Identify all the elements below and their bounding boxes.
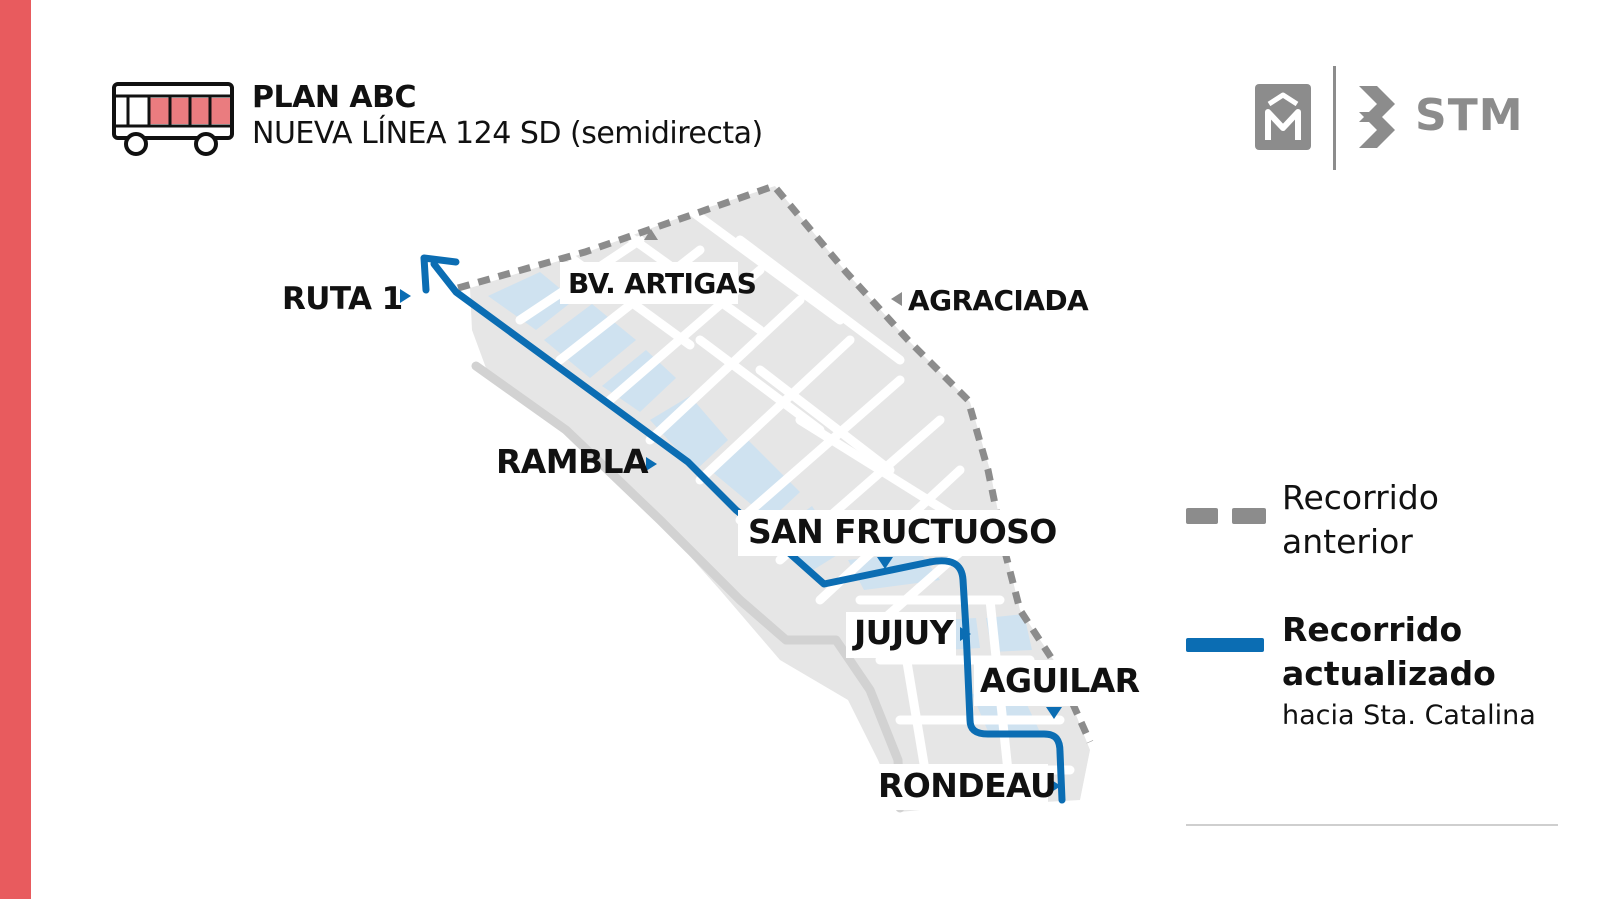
pointer-triangle-icon	[891, 292, 902, 306]
legend-previous-line2: anterior	[1282, 522, 1413, 561]
rambla-road	[471, 361, 905, 813]
route-arrow-icon	[420, 254, 460, 294]
legend: Recorrido anterior Recorrido actualizado…	[1186, 476, 1566, 731]
intendencia-m-logo-icon	[1255, 84, 1311, 150]
legend-updated-note: hacia Sta. Catalina	[1282, 700, 1536, 731]
stm-logo-text: STM	[1415, 90, 1524, 141]
label-aguilar: AGUILAR	[980, 661, 1140, 700]
legend-previous: Recorrido anterior	[1186, 476, 1566, 586]
bus-icon	[112, 82, 234, 156]
pointer-triangle-icon	[960, 627, 971, 641]
label-bg-rondeau	[872, 764, 1048, 810]
label-bg-aguilar	[974, 660, 1124, 706]
pointer-triangle-icon	[1050, 779, 1061, 793]
legend-updated-text: Recorrido actualizado hacia Sta. Catalin…	[1282, 608, 1536, 736]
label-ruta-1: RUTA 1	[282, 281, 403, 317]
legend-updated-line1: Recorrido	[1282, 610, 1463, 649]
pointer-triangle-icon	[1046, 707, 1062, 719]
pointer-triangle-icon	[877, 557, 893, 569]
legend-divider	[1186, 824, 1558, 826]
title-block: PLAN ABC NUEVA LÍNEA 124 SD (semidirecta…	[252, 80, 763, 152]
accent-bar	[0, 0, 31, 899]
label-bg-artigas	[560, 262, 738, 304]
page-title: PLAN ABC	[252, 80, 416, 115]
label-bg-san-fructuoso	[738, 510, 1020, 556]
logo-separator	[1333, 66, 1336, 170]
label-bv-artigas: BV. ARTIGAS	[568, 267, 756, 300]
stm-logo-icon	[1359, 86, 1395, 148]
legend-previous-line1: Recorrido	[1282, 478, 1439, 517]
label-agraciada: AGRACIADA	[908, 284, 1089, 317]
legend-updated-line2: actualizado	[1282, 654, 1496, 693]
logos: STM	[1255, 66, 1535, 170]
label-rambla: RAMBLA	[496, 442, 649, 481]
pointer-triangle-icon	[400, 289, 411, 303]
previous-route	[457, 181, 1094, 744]
label-bg-jujuy	[846, 612, 956, 658]
label-jujuy: JUJUY	[852, 613, 955, 652]
pointer-triangles	[400, 229, 1062, 793]
page-subtitle: NUEVA LÍNEA 124 SD (semidirecta)	[252, 116, 763, 151]
label-san-fructuoso: SAN FRUCTUOSO	[748, 512, 1057, 551]
legend-previous-text: Recorrido anterior	[1282, 476, 1439, 564]
legend-dashed-swatch	[1186, 508, 1266, 524]
updated-route	[430, 260, 1066, 804]
pointer-triangle-icon	[646, 457, 657, 471]
pointer-triangle-icon	[644, 229, 658, 240]
legend-solid-swatch	[1186, 638, 1264, 652]
label-rondeau: RONDEAU	[878, 766, 1056, 805]
